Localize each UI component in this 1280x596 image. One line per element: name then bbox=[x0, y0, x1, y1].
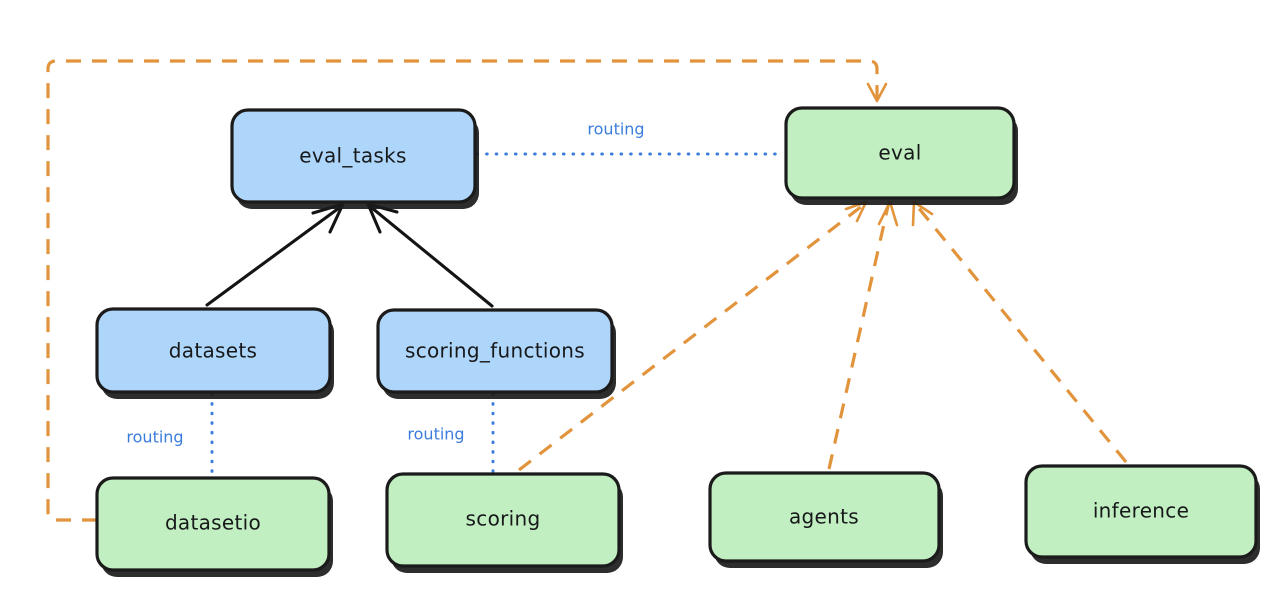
node-datasetio[interactable]: datasetio bbox=[95, 476, 333, 577]
node-agents-label: agents bbox=[789, 505, 859, 529]
node-agents-box[interactable] bbox=[708, 471, 941, 563]
node-scoring_functions-label: scoring_functions bbox=[405, 339, 585, 363]
node-agents[interactable]: agents bbox=[708, 471, 943, 568]
arrowhead-datasetio-eval bbox=[866, 82, 888, 103]
api-edges-group bbox=[205, 202, 494, 308]
node-eval_tasks-label: eval_tasks bbox=[299, 144, 406, 168]
edge-path-scoringfunctions-evaltasks bbox=[370, 206, 494, 308]
node-scoring_functions[interactable]: scoring_functions bbox=[376, 308, 616, 399]
node-scoring[interactable]: scoring bbox=[385, 472, 623, 573]
edge-label-routing-left: routing bbox=[126, 428, 183, 447]
edge-label-routing-middle: routing bbox=[407, 425, 464, 444]
node-datasetio-label: datasetio bbox=[165, 511, 261, 535]
node-inference-box[interactable] bbox=[1024, 464, 1258, 559]
node-datasetio-box[interactable] bbox=[95, 476, 331, 572]
edge-path-datasetio-eval bbox=[46, 59, 879, 522]
node-scoring-box[interactable] bbox=[385, 472, 621, 568]
edge-inference-to-eval bbox=[911, 200, 1128, 464]
node-scoring_functions-box[interactable] bbox=[376, 308, 614, 394]
node-eval-box[interactable] bbox=[784, 106, 1016, 200]
edge-path-datasets-evaltasks bbox=[205, 206, 341, 307]
node-inference-label: inference bbox=[1093, 499, 1189, 523]
edge-label-routing-top: routing bbox=[587, 120, 644, 139]
node-inference[interactable]: inference bbox=[1024, 464, 1260, 564]
edge-scoring_functions-to-eval_tasks bbox=[366, 202, 494, 308]
node-datasets[interactable]: datasets bbox=[95, 307, 334, 399]
edge-datasetio-to-eval bbox=[46, 59, 888, 522]
edge-labels-group: routing routing routing bbox=[126, 120, 644, 447]
edge-path-scoring-eval bbox=[518, 204, 863, 472]
edge-agents-to-eval bbox=[827, 200, 899, 470]
edge-datasets-to-eval_tasks bbox=[205, 202, 345, 307]
node-eval[interactable]: eval bbox=[784, 106, 1018, 205]
nodes-group: eval_tasks eval datasets scoring_functio… bbox=[95, 106, 1260, 577]
edge-path-inference-eval bbox=[915, 204, 1128, 464]
edge-path-agents-eval bbox=[827, 205, 890, 470]
node-datasets-label: datasets bbox=[169, 339, 257, 363]
node-scoring-label: scoring bbox=[466, 507, 541, 531]
arrowhead-agents-eval bbox=[877, 200, 899, 227]
routing-edges-group bbox=[210, 152, 786, 478]
node-eval_tasks-box[interactable] bbox=[230, 108, 477, 204]
node-eval_tasks[interactable]: eval_tasks bbox=[230, 108, 479, 209]
node-datasets-box[interactable] bbox=[95, 307, 332, 394]
node-eval-label: eval bbox=[878, 141, 921, 165]
